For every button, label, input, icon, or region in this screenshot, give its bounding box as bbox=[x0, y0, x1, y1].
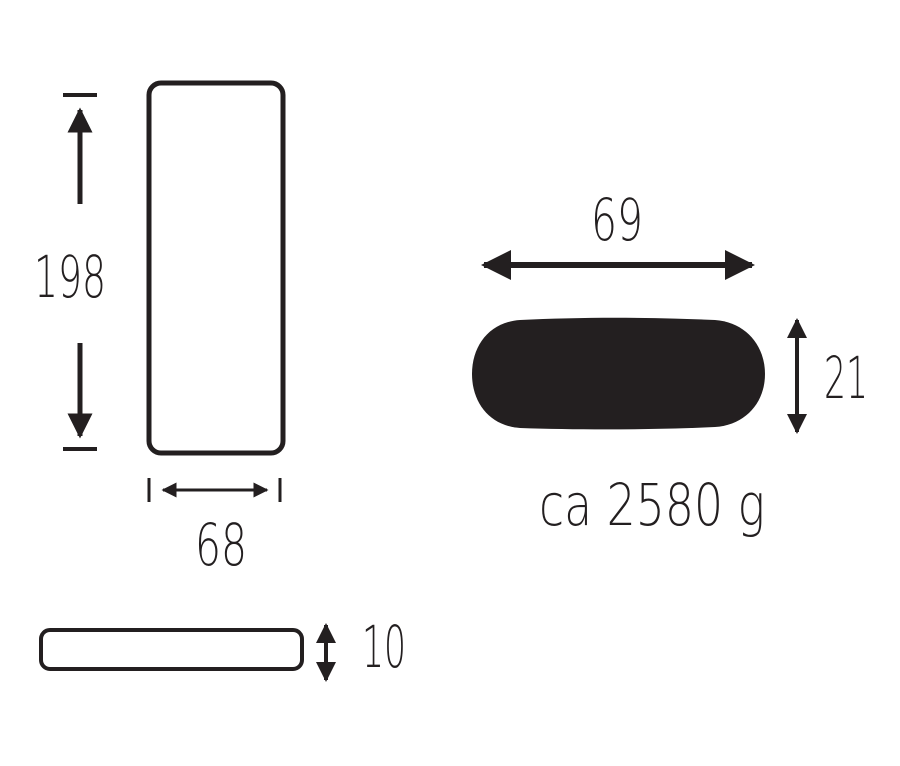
packed-length-dimension: 69 bbox=[481, 186, 755, 280]
packed-diameter-label: 21 bbox=[824, 344, 868, 412]
packed-length-label: 69 bbox=[591, 186, 643, 254]
packed-roll-shape bbox=[472, 317, 765, 430]
mat-length-dimension: 198 bbox=[34, 93, 106, 451]
mat-outline bbox=[146, 80, 286, 456]
mat-width-label: 68 bbox=[195, 511, 247, 579]
packed-roll bbox=[472, 317, 765, 430]
mat-side-outline bbox=[39, 628, 304, 671]
mat-side-view: 10 bbox=[39, 613, 406, 682]
mat-width-dimension: 68 bbox=[147, 478, 282, 579]
packed-diameter-dimension: 21 bbox=[787, 318, 868, 434]
mat-top-view bbox=[146, 80, 286, 456]
mat-thickness-label: 10 bbox=[362, 613, 406, 681]
mat-length-label: 198 bbox=[34, 243, 106, 311]
packed-weight-label: ca 2580 g bbox=[539, 471, 765, 539]
